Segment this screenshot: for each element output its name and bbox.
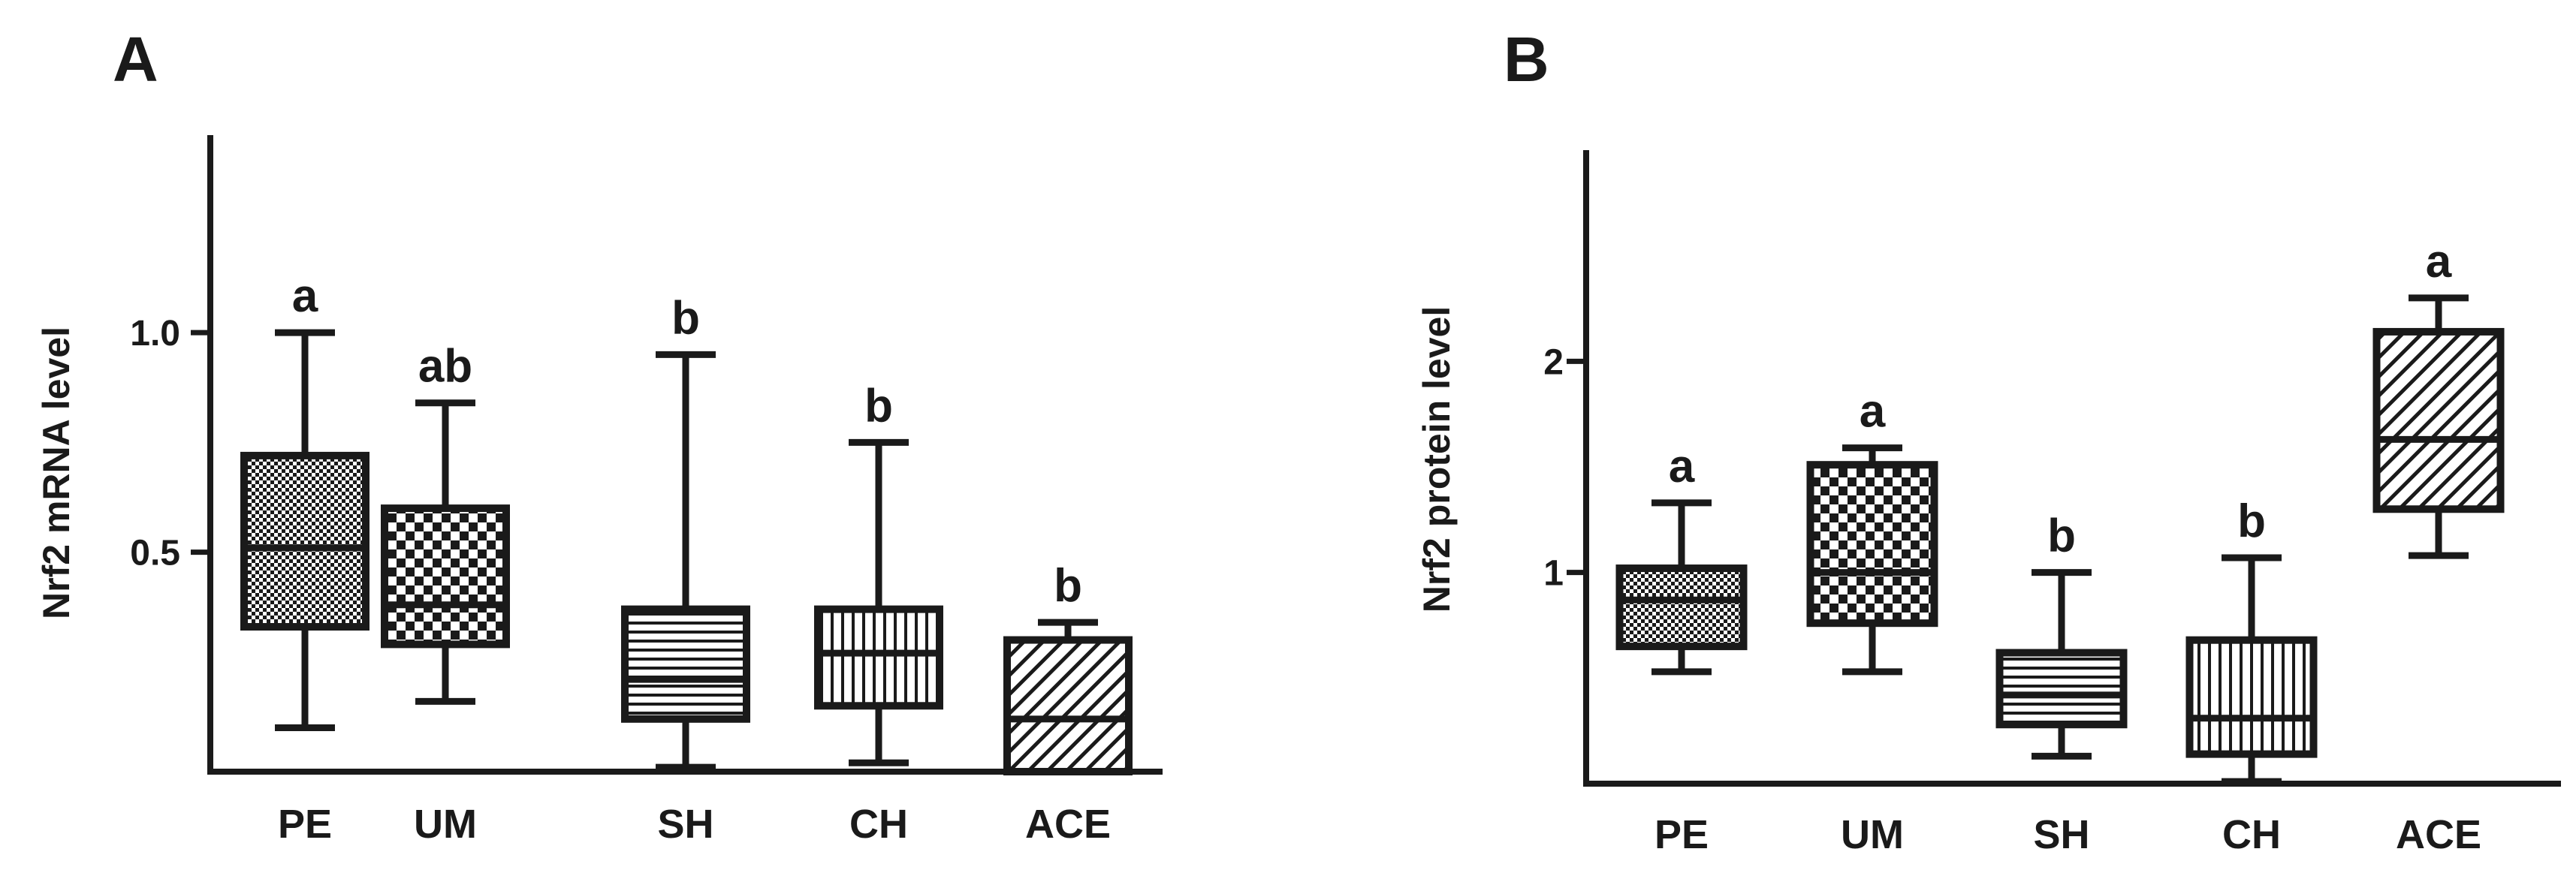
- panel-b-box-um: a: [1806, 386, 1938, 676]
- significance-label: b: [671, 292, 700, 344]
- significance-label: a: [1860, 386, 1886, 438]
- significance-label: ab: [418, 341, 472, 393]
- significance-label: a: [1669, 441, 1695, 492]
- iqr-box: [1995, 649, 2128, 729]
- iqr-box: [1003, 636, 1133, 775]
- panel-a: A Nrf2 mRNA level 0.5 1.0 a ab b b b PE UM SH CH…: [35, 24, 1163, 847]
- panel-a-box-ace: b: [1003, 560, 1133, 775]
- panel-a-letter: A: [113, 24, 158, 95]
- panel-a-box-um: ab: [381, 341, 510, 705]
- panel-b-category-sh: SH: [2033, 812, 2089, 857]
- iqr-box: [1806, 461, 1938, 628]
- iqr-box: [240, 451, 370, 631]
- panel-a-y-tick-label: 0.5: [130, 534, 180, 573]
- panel-a-boxes: a ab b b b: [240, 270, 1133, 775]
- significance-label: b: [1054, 560, 1082, 612]
- iqr-box: [2372, 327, 2505, 513]
- iqr-box: [814, 605, 943, 710]
- panel-b-category-labels: PE UM SH CH ACE: [1654, 812, 2481, 857]
- panel-a-y-ticks: 0.5 1.0: [130, 314, 210, 573]
- panel-b-box-ch: b: [2185, 495, 2318, 785]
- panel-a-box-sh: b: [621, 292, 750, 771]
- panel-a-category-ch: CH: [849, 802, 908, 847]
- panel-b-box-pe: a: [1615, 441, 1748, 676]
- iqr-box: [381, 504, 510, 649]
- panel-b-category-ace: ACE: [2396, 812, 2481, 857]
- panel-b-y-tick-label: 1: [1543, 554, 1564, 594]
- significance-label: a: [292, 270, 318, 322]
- panel-b-y-axis-label: Nrf2 protein level: [1416, 306, 1458, 613]
- panel-a-category-labels: PE UM SH CH ACE: [278, 802, 1111, 847]
- panel-b-y-tick-label: 2: [1543, 342, 1564, 382]
- significance-label: a: [2426, 236, 2452, 287]
- iqr-box: [2185, 636, 2318, 758]
- panel-b-category-um: UM: [1841, 812, 1904, 857]
- significance-label: b: [864, 380, 893, 432]
- panel-a-category-ace: ACE: [1025, 802, 1111, 847]
- panel-b-category-ch: CH: [2222, 812, 2281, 857]
- panel-a-y-axis-label: Nrf2 mRNA level: [35, 327, 77, 619]
- iqr-box: [1615, 564, 1748, 651]
- significance-label: b: [2237, 495, 2266, 547]
- significance-label: b: [2047, 510, 2076, 562]
- panel-b-letter: B: [1504, 24, 1549, 95]
- iqr-box: [621, 605, 750, 723]
- panel-b-y-ticks: 12: [1543, 342, 1586, 594]
- panel-a-y-tick-label: 1.0: [130, 314, 180, 354]
- panel-a-category-sh: SH: [657, 802, 713, 847]
- panel-b-box-ace: a: [2372, 236, 2505, 559]
- panel-b-category-pe: PE: [1654, 812, 1709, 857]
- panel-b-box-sh: b: [1995, 510, 2128, 760]
- panel-a-category-pe: PE: [278, 802, 332, 847]
- panel-a-box-pe: a: [240, 270, 370, 732]
- panel-b-boxes: a a b b a: [1615, 236, 2505, 785]
- panel-a-box-ch: b: [814, 380, 943, 766]
- panel-a-category-um: UM: [414, 802, 477, 847]
